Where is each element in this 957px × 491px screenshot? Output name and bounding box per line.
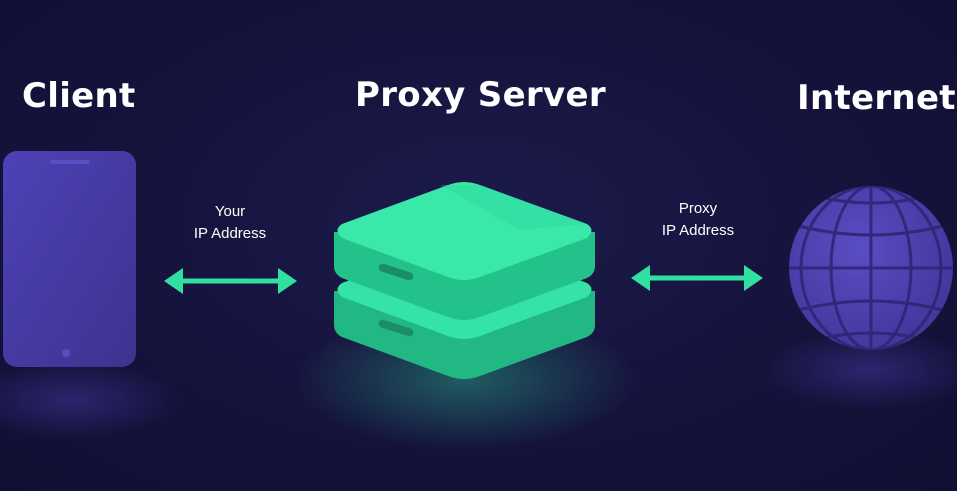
client-title: Client: [22, 76, 136, 116]
globe-icon: [789, 186, 953, 350]
client-proxy-label-line1: Your: [214, 203, 246, 220]
double-arrow-icon: [164, 268, 297, 294]
proxy-internet-label-line1: Proxy: [678, 200, 718, 217]
double-arrow-icon: [631, 265, 763, 291]
proxy-internet-label: Proxy IP Address: [628, 198, 768, 242]
client-proxy-label: Your IP Address: [160, 201, 300, 245]
proxy-server-title: Proxy Server: [355, 75, 606, 115]
phone-icon: [3, 151, 136, 367]
proxy-internet-label-line2: IP Address: [661, 222, 735, 239]
client-glow: [0, 360, 180, 440]
internet-glow: [761, 330, 957, 410]
internet-title: Internet: [797, 78, 956, 118]
server-stack-icon: [334, 182, 595, 379]
client-proxy-label-line2: IP Address: [193, 225, 267, 242]
